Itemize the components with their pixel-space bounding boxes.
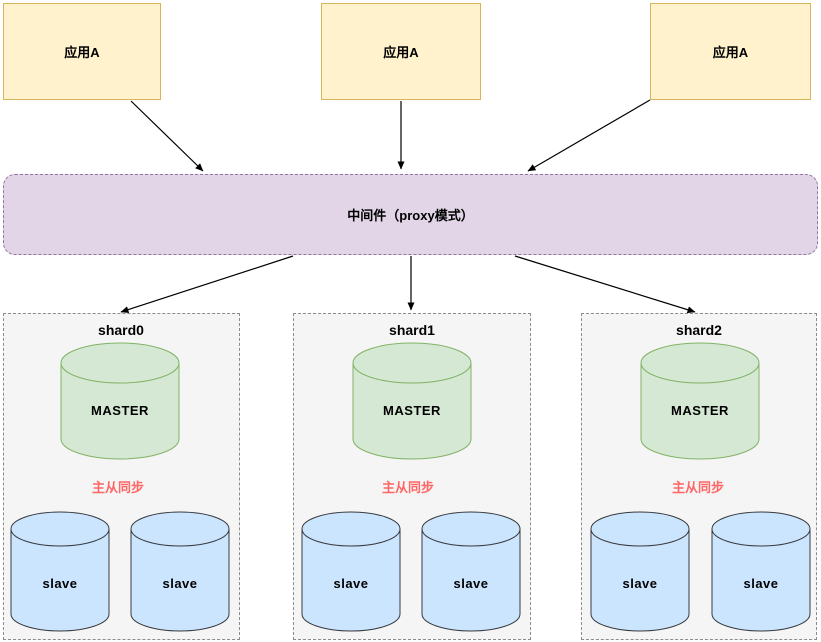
shard0-slave1-cylinder [10,511,110,632]
shard2-sync-label: 主从同步 [671,480,725,495]
app-node-1: 应用A [3,3,161,100]
shard0-slave1-label: slave [42,576,78,591]
app-node-2: 应用A [321,3,481,100]
shard0-sync-label: 主从同步 [91,480,145,495]
arrow-app1-to-middleware [130,100,204,172]
shard0-master-cylinder [60,342,180,460]
arrow-app3-to-middleware [527,99,651,172]
app-node-1-label: 应用A [64,45,100,60]
shard0-slave2-cylinder [130,511,230,632]
shard0-slave2-label: slave [162,576,198,591]
middleware-label: 中间件（proxy模式） [347,208,474,223]
shard0-master-label: MASTER [91,403,149,418]
arrow-middleware-to-shard2 [514,255,696,314]
app-node-3-label: 应用A [712,45,749,60]
shard2-slave2-cylinder [711,511,811,632]
shard1-slave2-label: slave [453,576,489,591]
shard1-title: shard1 [389,322,435,338]
app-node-3: 应用A [650,3,811,100]
shard2-master-cylinder [640,342,760,460]
arrow-middleware-to-shard0 [120,255,294,314]
shard2-title: shard2 [676,322,722,338]
app-node-2-label: 应用A [383,45,419,60]
middleware-node: 中间件（proxy模式） [3,174,818,255]
shard1-slave2-cylinder [421,511,521,632]
shard1-master-cylinder [352,342,472,460]
shard2-slave2-label: slave [743,576,779,591]
shard1-sync-label: 主从同步 [381,480,435,495]
shard0-title: shard0 [98,322,144,338]
shard2-slave1-label: slave [622,576,658,591]
shard2-slave1-cylinder [590,511,690,632]
shard2-master-label: MASTER [671,403,729,418]
shard1-slave1-cylinder [301,511,401,632]
shard1-slave1-label: slave [333,576,369,591]
shard1-master-label: MASTER [383,403,441,418]
